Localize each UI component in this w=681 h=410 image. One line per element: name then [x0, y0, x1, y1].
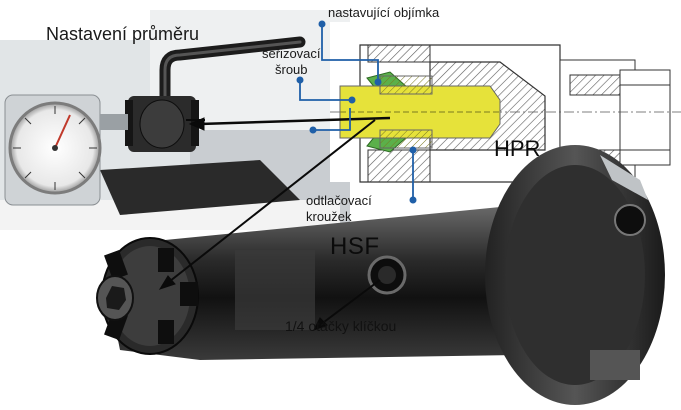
arrows	[158, 116, 391, 331]
callout-lines	[299, 24, 414, 200]
adjusting-screw-label: seřizovací šroub	[262, 46, 321, 78]
dial-gauge-icon	[4, 94, 102, 206]
adjusting-screw-line1: seřizovací	[262, 46, 321, 61]
push-ring-label: odtlačovací kroužek	[306, 193, 372, 225]
adjusting-sleeve-label: nastavující objímka	[328, 5, 440, 20]
push-ring-line2: kroužek	[306, 209, 352, 224]
hsf-tool-body	[96, 145, 665, 405]
page-title: Nastavení průměru	[46, 24, 200, 44]
hpr-label: HPR	[494, 136, 541, 161]
push-ring-line1: odtlačovací	[306, 193, 372, 208]
hsf-label: HSF	[330, 233, 380, 260]
callout-dots	[296, 20, 417, 204]
quarter-turn-label: 1/4 otáčky klíčkou	[285, 318, 397, 334]
hpr-section-drawing	[330, 22, 681, 183]
hex-key-icon	[159, 36, 306, 116]
adjusting-screw-line2: šroub	[275, 62, 308, 77]
